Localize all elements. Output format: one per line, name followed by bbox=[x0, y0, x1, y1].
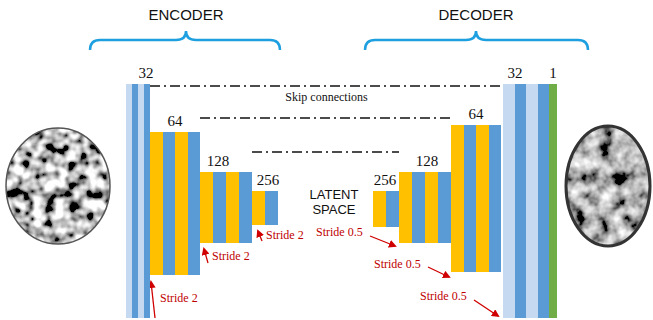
stride-arrow bbox=[370, 236, 395, 246]
channel-count: 128 bbox=[207, 153, 230, 169]
feature-map-bar bbox=[373, 191, 386, 227]
stride-label: Stride 2 bbox=[266, 229, 304, 243]
feature-map-bar bbox=[425, 172, 438, 243]
feature-map-bar bbox=[526, 84, 538, 318]
encoder-bracket bbox=[90, 31, 280, 50]
feature-map-bar bbox=[213, 172, 226, 243]
channel-count: 256 bbox=[374, 172, 397, 188]
channel-count: 1 bbox=[549, 65, 557, 81]
feature-map-bar bbox=[188, 132, 201, 275]
layer-block: 128 bbox=[399, 172, 451, 243]
skip-connection bbox=[150, 85, 503, 87]
feature-map-bar bbox=[438, 172, 451, 243]
input-brain-image bbox=[6, 128, 110, 244]
section-label: ENCODER bbox=[148, 6, 223, 23]
feature-map-bar bbox=[489, 125, 502, 272]
feature-map-bar bbox=[412, 172, 425, 243]
feature-map-bar bbox=[386, 191, 399, 227]
output-brain-outline bbox=[566, 126, 650, 246]
feature-map-bar bbox=[549, 84, 557, 318]
stride-arrow bbox=[151, 282, 155, 318]
channel-count: 32 bbox=[508, 65, 523, 81]
channel-count: 64 bbox=[168, 113, 183, 129]
channel-count: 64 bbox=[469, 106, 484, 122]
edge-label: Skip connections bbox=[282, 90, 370, 104]
feature-map-bar bbox=[399, 172, 412, 243]
feature-map-bar bbox=[451, 125, 464, 272]
decoder-bracket bbox=[365, 31, 588, 50]
feature-map-bar bbox=[265, 191, 278, 225]
feature-map-bar bbox=[503, 84, 515, 318]
feature-map-bar bbox=[464, 125, 477, 272]
channel-count: 128 bbox=[416, 153, 439, 169]
stride-label: Stride 0.5 bbox=[316, 226, 363, 240]
skip-connection bbox=[252, 151, 399, 153]
channel-count: 32 bbox=[139, 65, 154, 81]
feature-map-bar bbox=[175, 132, 188, 275]
stride-arrow bbox=[428, 267, 449, 277]
feature-map-bar bbox=[476, 125, 489, 272]
channel-count: 256 bbox=[257, 172, 280, 188]
layer-block: 64 bbox=[150, 132, 200, 275]
stride-label: Stride 2 bbox=[160, 292, 198, 306]
feature-map-bar bbox=[252, 191, 265, 225]
output-brain-image bbox=[566, 126, 650, 246]
layer-block: 1 bbox=[549, 84, 557, 318]
stride-label: Stride 0.5 bbox=[420, 290, 467, 304]
feature-map-bar bbox=[538, 84, 550, 318]
stride-label: Stride 2 bbox=[212, 250, 250, 264]
layer-block: 256 bbox=[373, 191, 399, 227]
section-label: LATENT SPACE bbox=[302, 188, 366, 218]
feature-map-bar bbox=[150, 132, 163, 275]
layer-block: 256 bbox=[252, 191, 278, 225]
section-label: DECODER bbox=[438, 6, 513, 23]
feature-map-bar bbox=[226, 172, 239, 243]
feature-map-bar bbox=[239, 172, 252, 243]
stride-arrow bbox=[204, 249, 208, 263]
stride-label: Stride 0.5 bbox=[374, 258, 421, 272]
layer-block: 32 bbox=[126, 84, 150, 318]
feature-map-bar bbox=[515, 84, 527, 318]
input-brain-outline bbox=[6, 128, 110, 244]
layer-block: 128 bbox=[200, 172, 252, 243]
skip-connection bbox=[200, 117, 451, 119]
stride-arrow bbox=[474, 300, 498, 316]
layer-block: 32 bbox=[503, 84, 549, 318]
layer-block: 64 bbox=[451, 125, 501, 272]
stride-arrow bbox=[258, 231, 262, 241]
feature-map-bar bbox=[163, 132, 176, 275]
feature-map-bar bbox=[200, 172, 213, 243]
